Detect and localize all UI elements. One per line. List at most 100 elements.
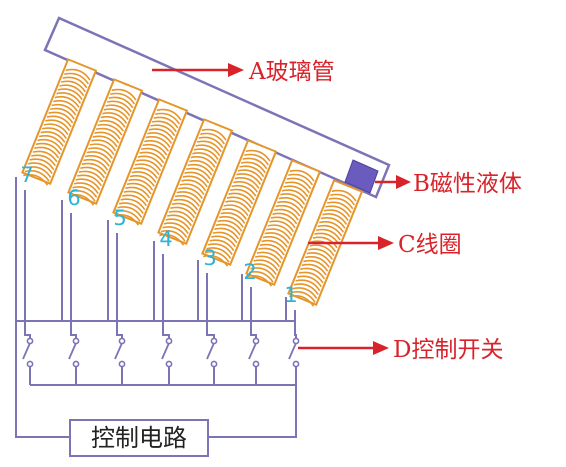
coil-turn bbox=[317, 224, 343, 237]
coil-turn bbox=[31, 154, 56, 167]
coil-turn bbox=[170, 206, 196, 219]
coil-turn bbox=[106, 100, 132, 113]
coil-turn bbox=[248, 271, 274, 283]
coil-turn bbox=[128, 178, 154, 191]
coil-6 bbox=[67, 78, 144, 206]
coil-turn bbox=[277, 200, 303, 213]
coil-turn bbox=[136, 159, 162, 172]
coil-turn bbox=[256, 251, 282, 264]
coil-turn bbox=[48, 111, 74, 124]
coil-turn bbox=[278, 197, 304, 209]
coil-turn bbox=[229, 188, 255, 201]
coil-turn bbox=[105, 104, 131, 117]
coil-turn bbox=[328, 197, 354, 210]
control-circuit-label: 控制电路 bbox=[91, 424, 187, 452]
coil-lead bbox=[70, 213, 77, 338]
coil-turn bbox=[198, 136, 224, 149]
coil-turn bbox=[89, 143, 115, 156]
coil-turn bbox=[179, 183, 205, 196]
coil-turn bbox=[331, 189, 357, 202]
coil-turn bbox=[78, 170, 104, 183]
coil-turn bbox=[251, 263, 277, 275]
coil-turn bbox=[37, 138, 63, 151]
coil-turn bbox=[115, 210, 141, 222]
coil-turn bbox=[215, 223, 241, 236]
coil-turn bbox=[267, 224, 293, 237]
coil-turn bbox=[126, 182, 152, 195]
control-switch-7 bbox=[22, 337, 34, 385]
coil-turn bbox=[35, 142, 61, 155]
coil-lead bbox=[162, 254, 170, 338]
label-coil: C线圈 bbox=[398, 232, 462, 258]
coil-7 bbox=[21, 58, 98, 186]
switch-group bbox=[22, 337, 300, 385]
coil-lead bbox=[24, 190, 31, 338]
coil-turn bbox=[57, 88, 83, 100]
coil-turn bbox=[308, 248, 334, 260]
coil-turn bbox=[43, 123, 69, 136]
coil-turn bbox=[32, 150, 58, 163]
coil-number-7: 7 bbox=[20, 163, 33, 187]
coil-turn bbox=[69, 193, 95, 206]
coil-turn bbox=[192, 152, 218, 164]
coil-turn bbox=[303, 259, 329, 272]
coil-2 bbox=[245, 159, 322, 287]
coil-turn bbox=[325, 205, 351, 218]
coil-turn bbox=[200, 132, 226, 145]
label-control-switch: D控制开关 bbox=[393, 337, 503, 363]
coil-turn bbox=[70, 190, 96, 202]
control-switch-5 bbox=[114, 337, 126, 385]
coil-turn bbox=[64, 72, 90, 85]
coil-turn bbox=[72, 186, 98, 198]
coil-turn bbox=[51, 103, 77, 116]
coil-turn bbox=[226, 196, 252, 209]
coil-turn bbox=[120, 198, 146, 211]
coil-turn bbox=[56, 92, 82, 104]
coil-number-3: 3 bbox=[203, 246, 216, 270]
coil-turn bbox=[320, 217, 346, 229]
control-switch-4 bbox=[161, 337, 173, 385]
coil-turn bbox=[312, 236, 338, 249]
coil-turn bbox=[184, 171, 210, 184]
coil-turn bbox=[163, 222, 189, 234]
coil-turn bbox=[45, 119, 71, 132]
coil-turn bbox=[182, 175, 208, 188]
coil-turn bbox=[218, 216, 244, 228]
coil-turn bbox=[250, 267, 276, 279]
coil-turn bbox=[147, 132, 173, 144]
glass-tube bbox=[43, 16, 391, 199]
coil-turn bbox=[284, 181, 310, 194]
coil-turn bbox=[190, 156, 216, 168]
coil-turn bbox=[214, 227, 240, 240]
coil-turn bbox=[288, 173, 314, 186]
coil-turn bbox=[103, 108, 129, 120]
coil-turn bbox=[220, 212, 246, 224]
coil-turn bbox=[54, 96, 80, 108]
coil-3 bbox=[201, 139, 278, 267]
coil-turn bbox=[108, 96, 134, 109]
arrow-b bbox=[375, 175, 411, 189]
coil-turn bbox=[133, 167, 159, 179]
coil-turn bbox=[84, 155, 110, 167]
coil-turn bbox=[65, 68, 91, 81]
coil-turn bbox=[272, 212, 298, 225]
coil-turn bbox=[95, 127, 121, 140]
control-switch-1 bbox=[288, 337, 300, 385]
coil-turn bbox=[326, 201, 352, 214]
coil-turn bbox=[211, 235, 236, 248]
coil-turn bbox=[193, 148, 219, 160]
coil-turn bbox=[88, 147, 114, 159]
coil-number-5: 5 bbox=[113, 206, 126, 230]
coil-turn bbox=[125, 186, 151, 199]
coil-turn bbox=[195, 144, 221, 157]
coil-turn bbox=[114, 213, 140, 226]
arrow-d bbox=[298, 341, 389, 355]
coil-turn bbox=[212, 231, 238, 244]
coil-turn bbox=[117, 206, 143, 218]
coil-turn bbox=[289, 294, 315, 307]
coil-turn bbox=[59, 84, 85, 97]
coil-turn bbox=[309, 244, 335, 257]
coil-turn bbox=[94, 131, 120, 144]
coil-turn bbox=[237, 169, 263, 181]
